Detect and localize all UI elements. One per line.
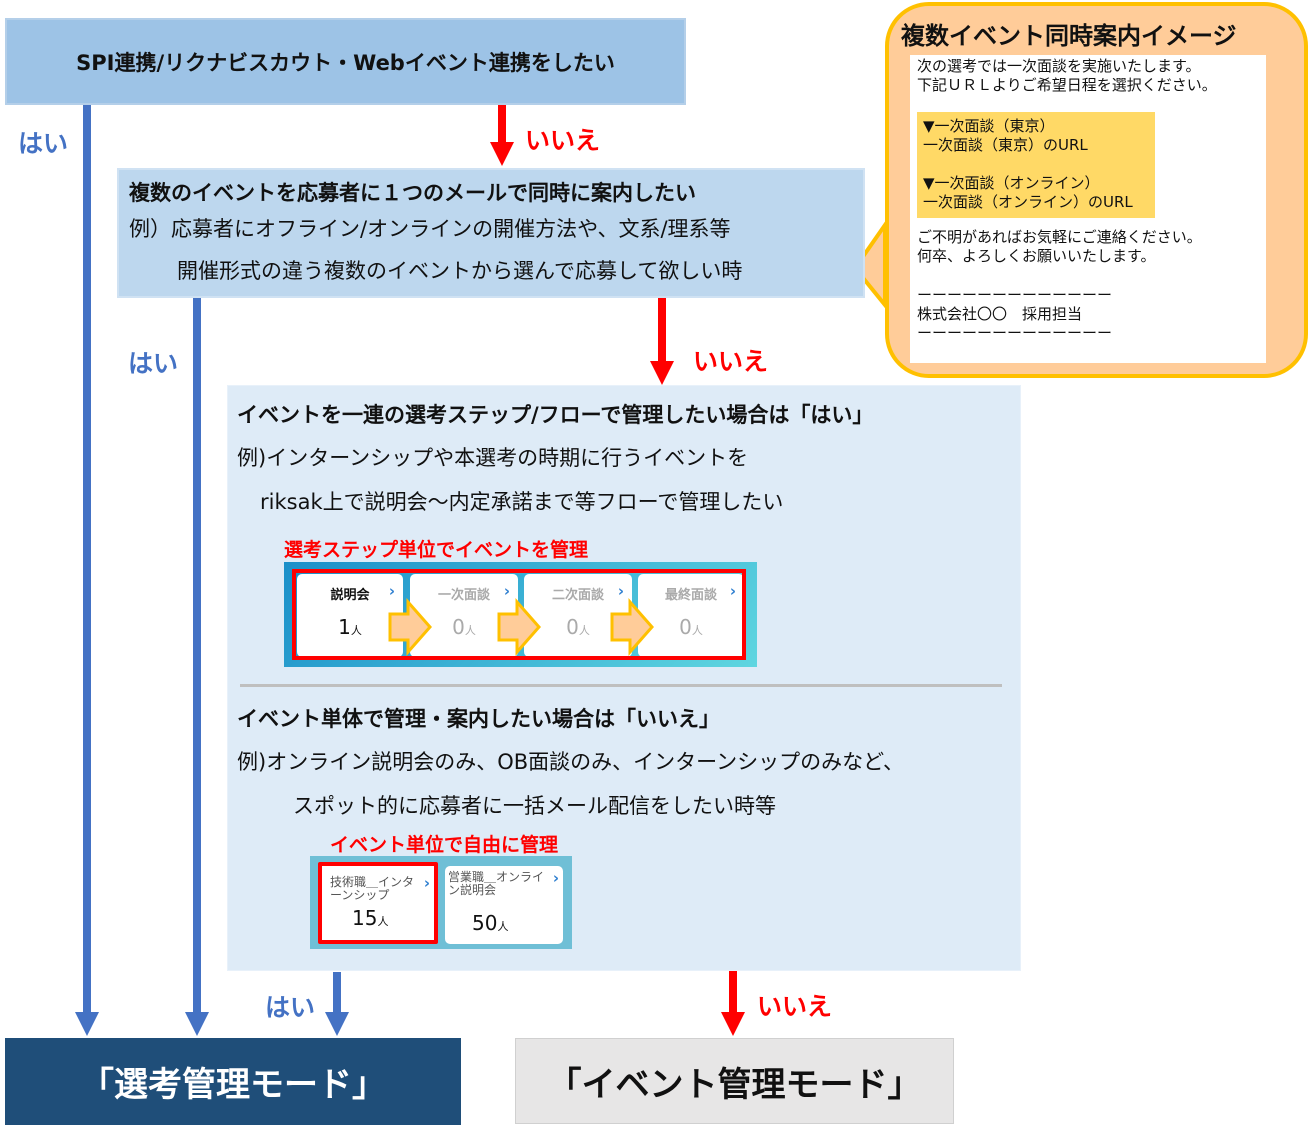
divider [240, 684, 1002, 687]
no-label-2: いいえ [693, 347, 769, 376]
yes-arrow-2 [185, 297, 209, 1036]
yes-label-2: はい [128, 349, 179, 378]
email-line: 下記ＵＲＬよりご希望日程を選択ください。 [917, 76, 1217, 94]
step-label: 選考ステップ単位でイベントを管理 [284, 539, 589, 561]
step-count: 0 [679, 615, 692, 639]
step-unit: 人 [350, 624, 362, 637]
no-label-3: いいえ [757, 992, 833, 1021]
no-arrow-2 [650, 298, 674, 385]
yes-label-3: はい [265, 993, 316, 1022]
email-links-highlight: ▼一次面談（東京） 一次面談（東京）のURL ▼一次面談（オンライン） 一次面談… [917, 112, 1155, 218]
step-name: 最終面談 [664, 588, 717, 603]
email-line: 次の選考では一次面談を実施いたします。 [917, 57, 1201, 75]
event-label: イベント単位で自由に管理 [330, 834, 559, 856]
question-2-example-2: 開催形式の違う複数のイベントから選んで応募して欲しい時 [177, 259, 743, 283]
step-count: 1 [338, 615, 351, 639]
step-strip: 説明会›1人 一次面談›0人 二次面談›0人 最終面談›0人 [284, 562, 757, 667]
email-line: 一次面談（東京）のURL [923, 136, 1088, 154]
highlight-frame [292, 569, 746, 660]
chevron-right-icon: › [729, 582, 736, 600]
step-unit: 人 [691, 624, 703, 637]
step-count: 0 [566, 615, 579, 639]
chevron-right-icon: › [388, 582, 395, 600]
selection-mode-label: 「選考管理モード」 [80, 1065, 386, 1105]
question-3-example-4: スポット的に応募者に一括メール配信をしたい時等 [293, 794, 776, 818]
event-count: 50 [472, 911, 498, 935]
event-strip: 技術職＿インターンシップ›15人 営業職＿オンライン説明会›50人 [310, 856, 572, 949]
step-card[interactable]: 説明会 › 1人 [297, 574, 403, 657]
email-preview: 次の選考では一次面談を実施いたします。 下記ＵＲＬよりご希望日程を選択ください。… [910, 55, 1266, 363]
email-separator: ーーーーーーーーーーーーー [917, 286, 1113, 304]
step-count: 0 [452, 615, 465, 639]
question-3-example-2: riksak上で説明会～内定承諾まで等フローで管理したい [260, 490, 784, 514]
event-mode-label: 「イベント管理モード」 [547, 1064, 922, 1105]
email-line: 何卒、よろしくお願いいたします。 [917, 247, 1156, 265]
step-name: 二次面談 [551, 588, 604, 603]
event-count: 15 [352, 906, 378, 930]
callout-title: 複数イベント同時案内イメージ [901, 22, 1237, 50]
event-card[interactable]: 技術職＿インターンシップ › 15人 [318, 862, 438, 944]
chevron-right-icon: › [617, 582, 624, 600]
arrow-right-icon [388, 598, 432, 656]
event-unit: 人 [377, 915, 389, 928]
arrow-right-icon [497, 598, 541, 656]
yes-arrow-1 [75, 104, 99, 1036]
event-name: 営業職＿オンライン説明会 [448, 870, 545, 897]
email-line: ▼一次面談（東京） [923, 117, 1055, 135]
question-2-example-1: 例）応募者にオフライン/オンラインの開催方法や、文系/理系等 [129, 217, 731, 241]
question-3-example-1: 例)インターンシップや本選考の時期に行うイベントを [237, 446, 749, 470]
chevron-right-icon: › [552, 869, 559, 887]
question-2-box: 複数のイベントを応募者に１つのメールで同時に案内したい 例）応募者にオフライン/… [117, 168, 865, 298]
yes-arrow-3 [325, 972, 349, 1036]
question-1-box: SPI連携/リクナビスカウト・Webイベント連携をしたい [5, 18, 686, 105]
step-name: 一次面談 [437, 588, 490, 603]
chevron-right-icon: › [423, 874, 430, 892]
chevron-right-icon: › [503, 582, 510, 600]
event-name: 技術職＿インターンシップ [330, 875, 415, 902]
no-arrow-3 [721, 970, 745, 1036]
question-3-title: イベントを一連の選考ステップ/フローで管理したい場合は「はい」 [237, 403, 874, 427]
yes-label-1: はい [18, 129, 69, 158]
step-card[interactable]: 最終面談 › 0人 [638, 574, 744, 657]
question-3-example-3: 例)オンライン説明会のみ、OB面談のみ、インターンシップのみなど、 [237, 750, 905, 774]
step-unit: 人 [578, 624, 590, 637]
no-label-1: いいえ [525, 126, 601, 155]
event-mode-box: 「イベント管理モード」 [515, 1038, 954, 1124]
email-line: ご不明があればお気軽にご連絡ください。 [917, 228, 1202, 246]
email-separator: ーーーーーーーーーーーーー [917, 324, 1113, 342]
event-unit: 人 [497, 920, 509, 933]
email-signature: 株式会社〇〇 採用担当 [917, 305, 1083, 323]
arrow-right-icon [610, 598, 654, 656]
no-arrow-1 [490, 104, 514, 166]
step-unit: 人 [464, 624, 476, 637]
question-1-text: SPI連携/リクナビスカウト・Webイベント連携をしたい [76, 50, 615, 75]
question-3-title-2: イベント単体で管理・案内したい場合は「いいえ」 [237, 707, 720, 731]
selection-mode-box: 「選考管理モード」 [5, 1038, 461, 1125]
email-line: 一次面談（オンライン）のURL [923, 193, 1133, 211]
step-arrows [388, 598, 654, 656]
event-card[interactable]: 営業職＿オンライン説明会 › 50人 [445, 866, 563, 944]
email-line: ▼一次面談（オンライン） [923, 174, 1100, 192]
step-name: 説明会 [330, 588, 370, 603]
question-2-title: 複数のイベントを応募者に１つのメールで同時に案内したい [129, 181, 696, 205]
